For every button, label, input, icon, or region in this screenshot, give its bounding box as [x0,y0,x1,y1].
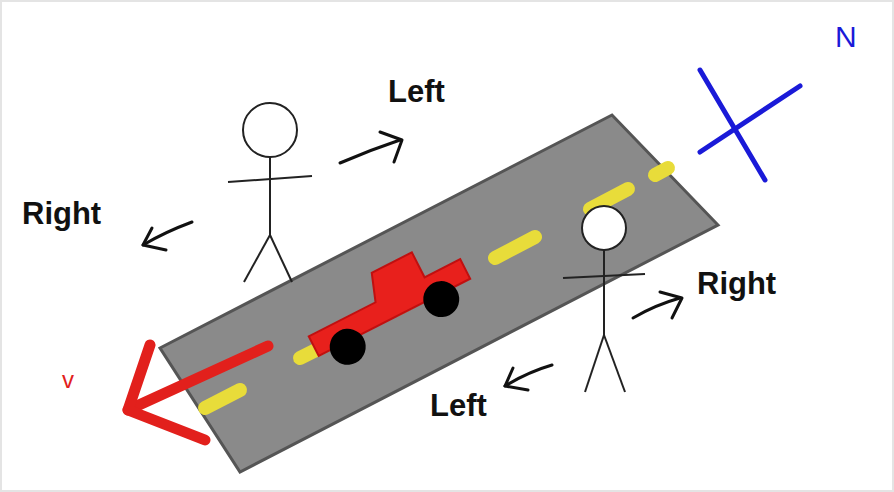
arms [563,274,645,278]
head [582,206,626,250]
velocity-label: v [62,368,74,392]
compass-label: N [835,22,857,52]
arms [228,176,312,182]
direction-label: Right [697,268,776,299]
compass-line [700,86,800,152]
stick-figure [563,206,645,392]
body [603,250,605,335]
turn-arrows [143,132,682,390]
arrow-head [660,292,682,318]
direction-label: Right [22,198,101,229]
leg [270,235,292,282]
arrow-head [505,368,528,390]
arrow-head [128,345,205,440]
direction-label: Left [388,76,445,107]
lane-dash [495,237,535,258]
car [296,234,481,376]
turn-arrow [340,140,400,163]
velocity-arrow [128,345,268,440]
head [243,103,297,157]
direction-label: Left [430,390,487,421]
car-body [296,234,470,356]
body [269,157,271,235]
wheel [323,323,371,371]
compass-line [700,70,765,180]
stick-figure [228,103,312,282]
arrow-head [143,228,166,250]
leg [604,335,625,392]
lane-dash [205,390,240,408]
leg [244,235,270,282]
wheel [417,275,465,323]
road [160,115,718,472]
leg [585,335,604,392]
arrow-head [380,132,402,162]
lane-dashes [205,168,668,408]
lane-dash [655,168,668,175]
compass [700,70,800,180]
